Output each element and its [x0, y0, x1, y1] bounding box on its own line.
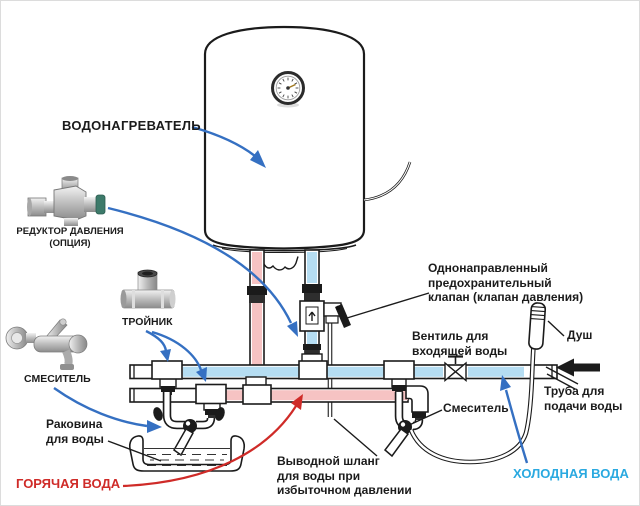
water-heater-tank-icon [203, 25, 412, 271]
inlet-valve-icon [444, 355, 467, 382]
label-line: СМЕСИТЕЛЬ [24, 373, 91, 385]
tee-arrow-cold [145, 329, 168, 352]
supply-pipe-leader [545, 366, 579, 385]
label-line: ХОЛОДНАЯ ВОДА [513, 466, 629, 481]
check-valve-label: Однонаправленный предохранительный клапа… [428, 261, 583, 305]
hot-water-arrow [122, 394, 303, 488]
supply-pipe-leader2 [546, 373, 576, 390]
label-line: Выводной шланг [277, 454, 380, 468]
inlet-valve-label: Вентиль для входящей воды [412, 329, 507, 358]
supply-direction-arrow [556, 358, 600, 377]
leader-lines [107, 292, 579, 462]
label-line: Смеситель [443, 401, 509, 415]
label-line: для воды [46, 431, 104, 446]
label-line: ГОРЯЧАЯ ВОДА [16, 476, 121, 491]
mixer-photo [5, 318, 88, 370]
power-cord-icon [363, 161, 412, 202]
hot-water-label: ГОРЯЧАЯ ВОДА [16, 476, 120, 492]
shower-head-icon [528, 302, 547, 350]
tee-fitting-photo [120, 269, 176, 309]
label-line: Вентиль для [412, 329, 489, 343]
sink-label: Раковина для воды [46, 417, 104, 446]
cold-water-arrow [504, 389, 529, 464]
pressure-reducer-arrow [107, 206, 293, 324]
label-line: входящей воды [412, 343, 508, 358]
tee-fitting-label: ТРОЙНИК [122, 316, 173, 329]
left-faucet-icon [153, 392, 225, 457]
label-line: ВОДОНАГРЕВАТЕЛЬ [62, 118, 201, 133]
label-line: избыточном давлении [277, 483, 412, 498]
tee-arrow-hot [151, 330, 203, 371]
sink-icon [128, 435, 246, 472]
pressure-reducer-photo [27, 176, 106, 226]
check-valve-leader [346, 292, 430, 319]
supply-pipe-label: Труба для подачи воды [544, 384, 622, 413]
right-faucet-icon [383, 392, 424, 458]
mixer-left-label: СМЕСИТЕЛЬ [24, 373, 91, 386]
bracket-icon [261, 256, 299, 271]
sink-leader [107, 440, 162, 462]
label-line: подачи воды [544, 398, 623, 413]
mixer-right-leader [406, 409, 443, 427]
water-heater-arrow [191, 125, 256, 157]
label-line: ТРОЙНИК [122, 316, 173, 328]
mixer-left-arrow [53, 387, 148, 428]
mixer-right-label: Смеситель [443, 401, 509, 416]
cold-riser-pipe [299, 249, 351, 363]
thermometer-icon [271, 71, 305, 108]
label-line: предохранительный [428, 275, 552, 290]
relief-hose-leader [333, 418, 378, 457]
relief-hose-label: Выводной шланг для воды при избыточном д… [277, 454, 412, 498]
safety-valve-icon [299, 300, 351, 332]
label-line: клапан (клапан давления) [428, 290, 584, 305]
label-line: Душ [567, 328, 593, 342]
hot-elbow-fitting [405, 385, 429, 413]
hot-riser-pipe [247, 249, 267, 381]
label-line: Раковина [46, 417, 103, 431]
label-line: (ОПЦИЯ) [49, 237, 91, 249]
label-line: Труба для [544, 384, 605, 398]
label-line: для воды при [277, 468, 361, 483]
shower-hose-icon [408, 302, 547, 465]
cold-water-line [129, 364, 558, 380]
label-line: РЕДУКТОР ДАВЛЕНИЯ [16, 226, 124, 237]
shower-label: Душ [567, 328, 592, 343]
pressure-reducer-label: РЕДУКТОР ДАВЛЕНИЯ (ОПЦИЯ) [14, 226, 126, 249]
callout-arrows [53, 125, 529, 464]
water-heater-label: ВОДОНАГРЕВАТЕЛЬ [62, 118, 201, 134]
label-line: Однонаправленный [428, 261, 548, 275]
shower-leader [547, 320, 565, 337]
tee-fittings [151, 353, 426, 421]
cold-water-label: ХОЛОДНАЯ ВОДА [513, 466, 629, 482]
